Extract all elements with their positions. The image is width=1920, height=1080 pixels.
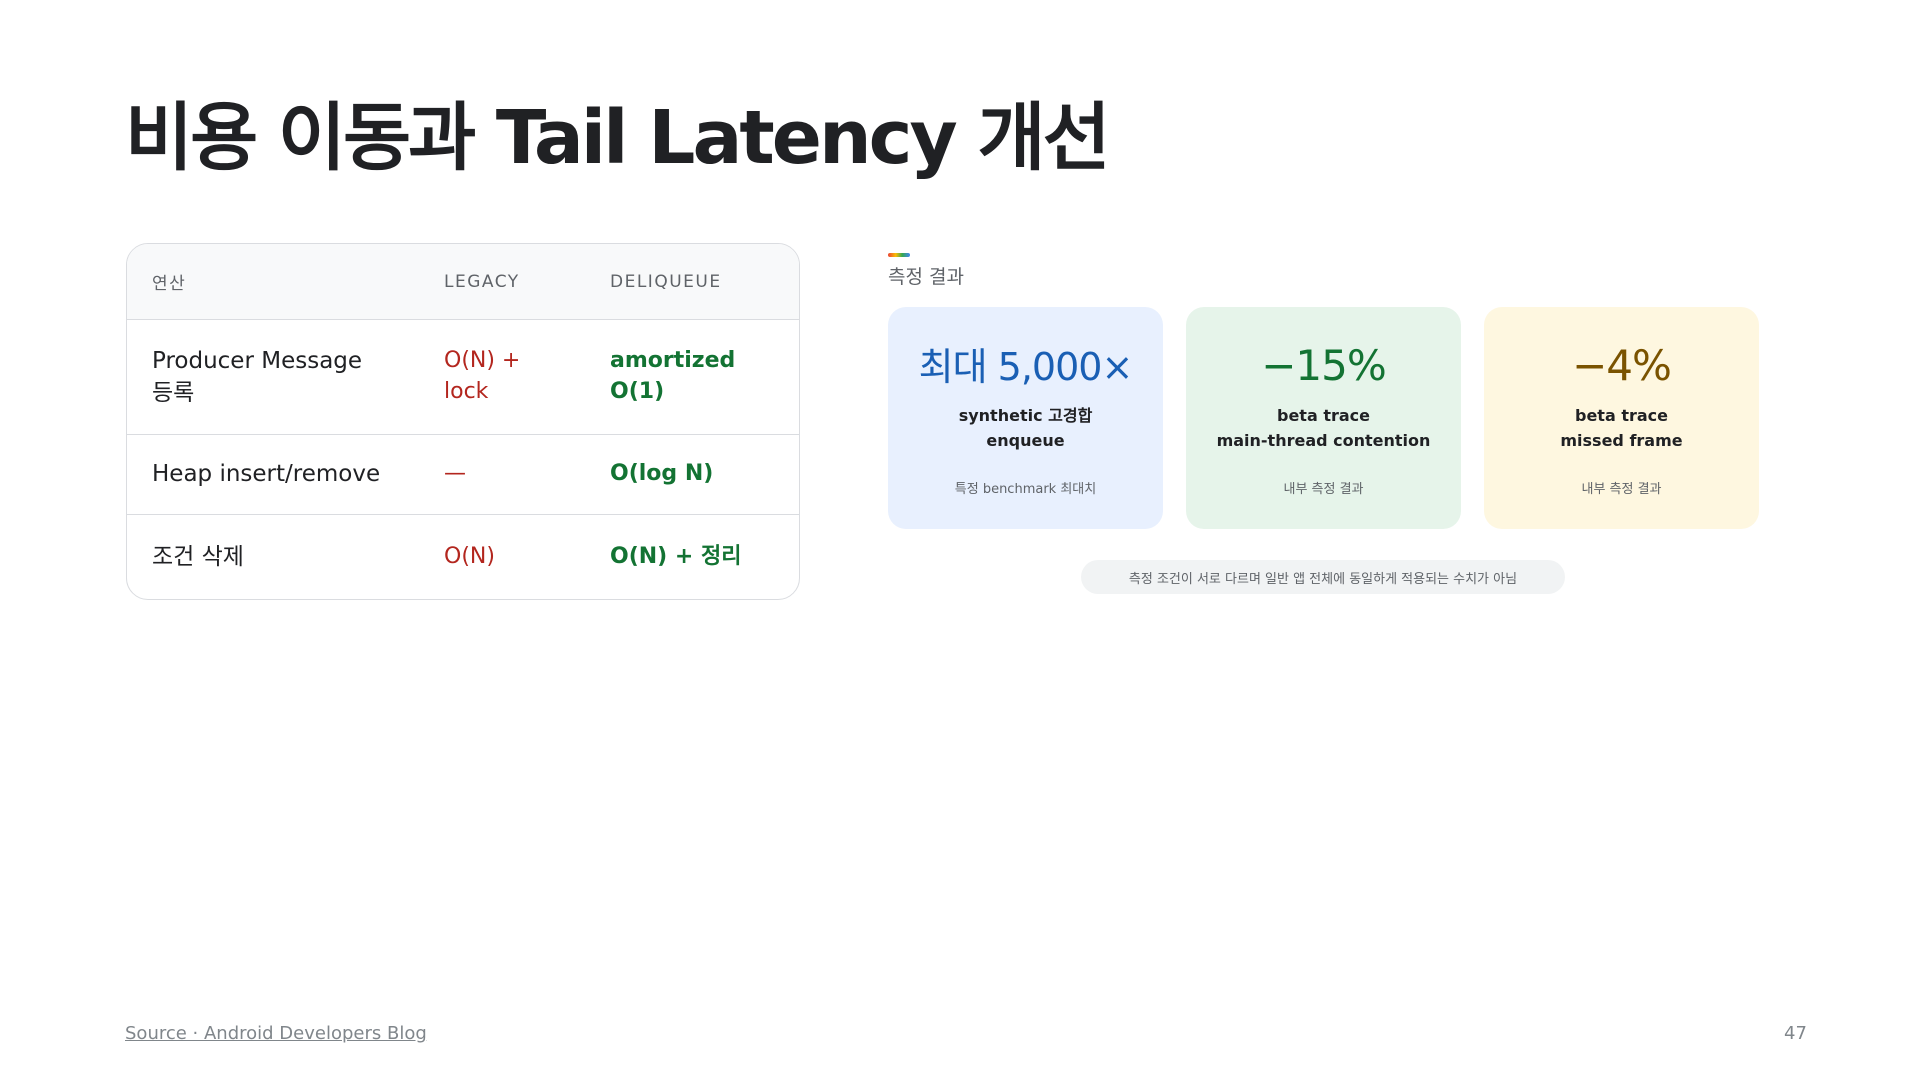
table-header-deliqueue: DELIQUEUE [610, 271, 722, 292]
deliqueue-line: O(1) [610, 379, 665, 404]
metric-card-enqueue: 최대 5,000× synthetic 고경합 enqueue 특정 bench… [888, 307, 1163, 529]
metric-description-line: missed frame [1560, 431, 1683, 450]
metric-description: synthetic 고경합 enqueue [888, 403, 1163, 453]
metric-value: −4% [1572, 341, 1672, 390]
metric-description-line: beta trace [1575, 406, 1668, 425]
slide-title: 비용 이동과 Tail Latency 개선 [125, 95, 1111, 181]
operation-cell: Producer Message 등록 [127, 345, 419, 409]
deliqueue-line: amortized [610, 348, 736, 374]
deliqueue-cell: amortized O(1) [585, 346, 799, 408]
table-row: 조건 삭제 O(N) O(N) + 정리 [127, 514, 799, 599]
operation-line: 등록 [152, 380, 195, 406]
deliqueue-cell: O(log N) [585, 459, 799, 490]
table-header-operation: 연산 [152, 274, 187, 294]
metric-value: −15% [1261, 341, 1387, 390]
deliqueue-line: O(log N) [610, 461, 714, 487]
table-header-row: 연산 LEGACY DELIQUEUE [127, 244, 799, 319]
legacy-line: O(N) + [444, 348, 521, 374]
results-label: 측정 결과 [888, 266, 964, 288]
metric-description-line: enqueue [986, 431, 1065, 450]
deliqueue-cell: O(N) + 정리 [585, 542, 799, 573]
metric-description-line: main-thread contention [1216, 431, 1431, 450]
table-header-legacy: LEGACY [444, 271, 520, 292]
metric-note: 특정 benchmark 최대치 [954, 482, 1097, 497]
operation-line: 조건 삭제 [152, 543, 244, 570]
metric-description: beta trace main-thread contention [1186, 403, 1461, 453]
table-row: Heap insert/remove — O(log N) [127, 434, 799, 514]
measurement-disclaimer: 측정 조건이 서로 다르며 일반 앱 전체에 동일하게 적용되는 수치가 아님 [1081, 560, 1565, 594]
metric-note: 내부 측정 결과 [1283, 482, 1364, 497]
operation-line: Producer Message [152, 347, 363, 374]
metric-card-missed-frame: −4% beta trace missed frame 내부 측정 결과 [1484, 307, 1759, 529]
metric-description-line: synthetic 고경합 [958, 406, 1093, 425]
legacy-line: — [444, 461, 466, 487]
legacy-cell: — [419, 459, 585, 490]
metric-note: 내부 측정 결과 [1581, 482, 1662, 497]
legacy-line: O(N) [444, 543, 495, 569]
page-number: 47 [1784, 1023, 1807, 1044]
legacy-cell: O(N) + lock [419, 346, 585, 408]
metric-description: beta trace missed frame [1484, 403, 1759, 453]
metric-description-line: beta trace [1277, 406, 1370, 425]
metric-card-contention: −15% beta trace main-thread contention 내… [1186, 307, 1461, 529]
operation-cell: 조건 삭제 [127, 541, 419, 573]
operation-line: Heap insert/remove [152, 461, 381, 488]
complexity-table: 연산 LEGACY DELIQUEUE Producer Message 등록 … [126, 243, 800, 600]
deliqueue-line: O(N) + 정리 [610, 543, 742, 569]
source-link[interactable]: Source · Android Developers Blog [125, 1023, 427, 1044]
results-accent-bar [888, 253, 910, 257]
legacy-cell: O(N) [419, 542, 585, 573]
metric-value: 최대 5,000× [918, 345, 1134, 389]
table-row: Producer Message 등록 O(N) + lock amortize… [127, 319, 799, 434]
operation-cell: Heap insert/remove [127, 458, 419, 490]
legacy-line: lock [444, 379, 489, 404]
